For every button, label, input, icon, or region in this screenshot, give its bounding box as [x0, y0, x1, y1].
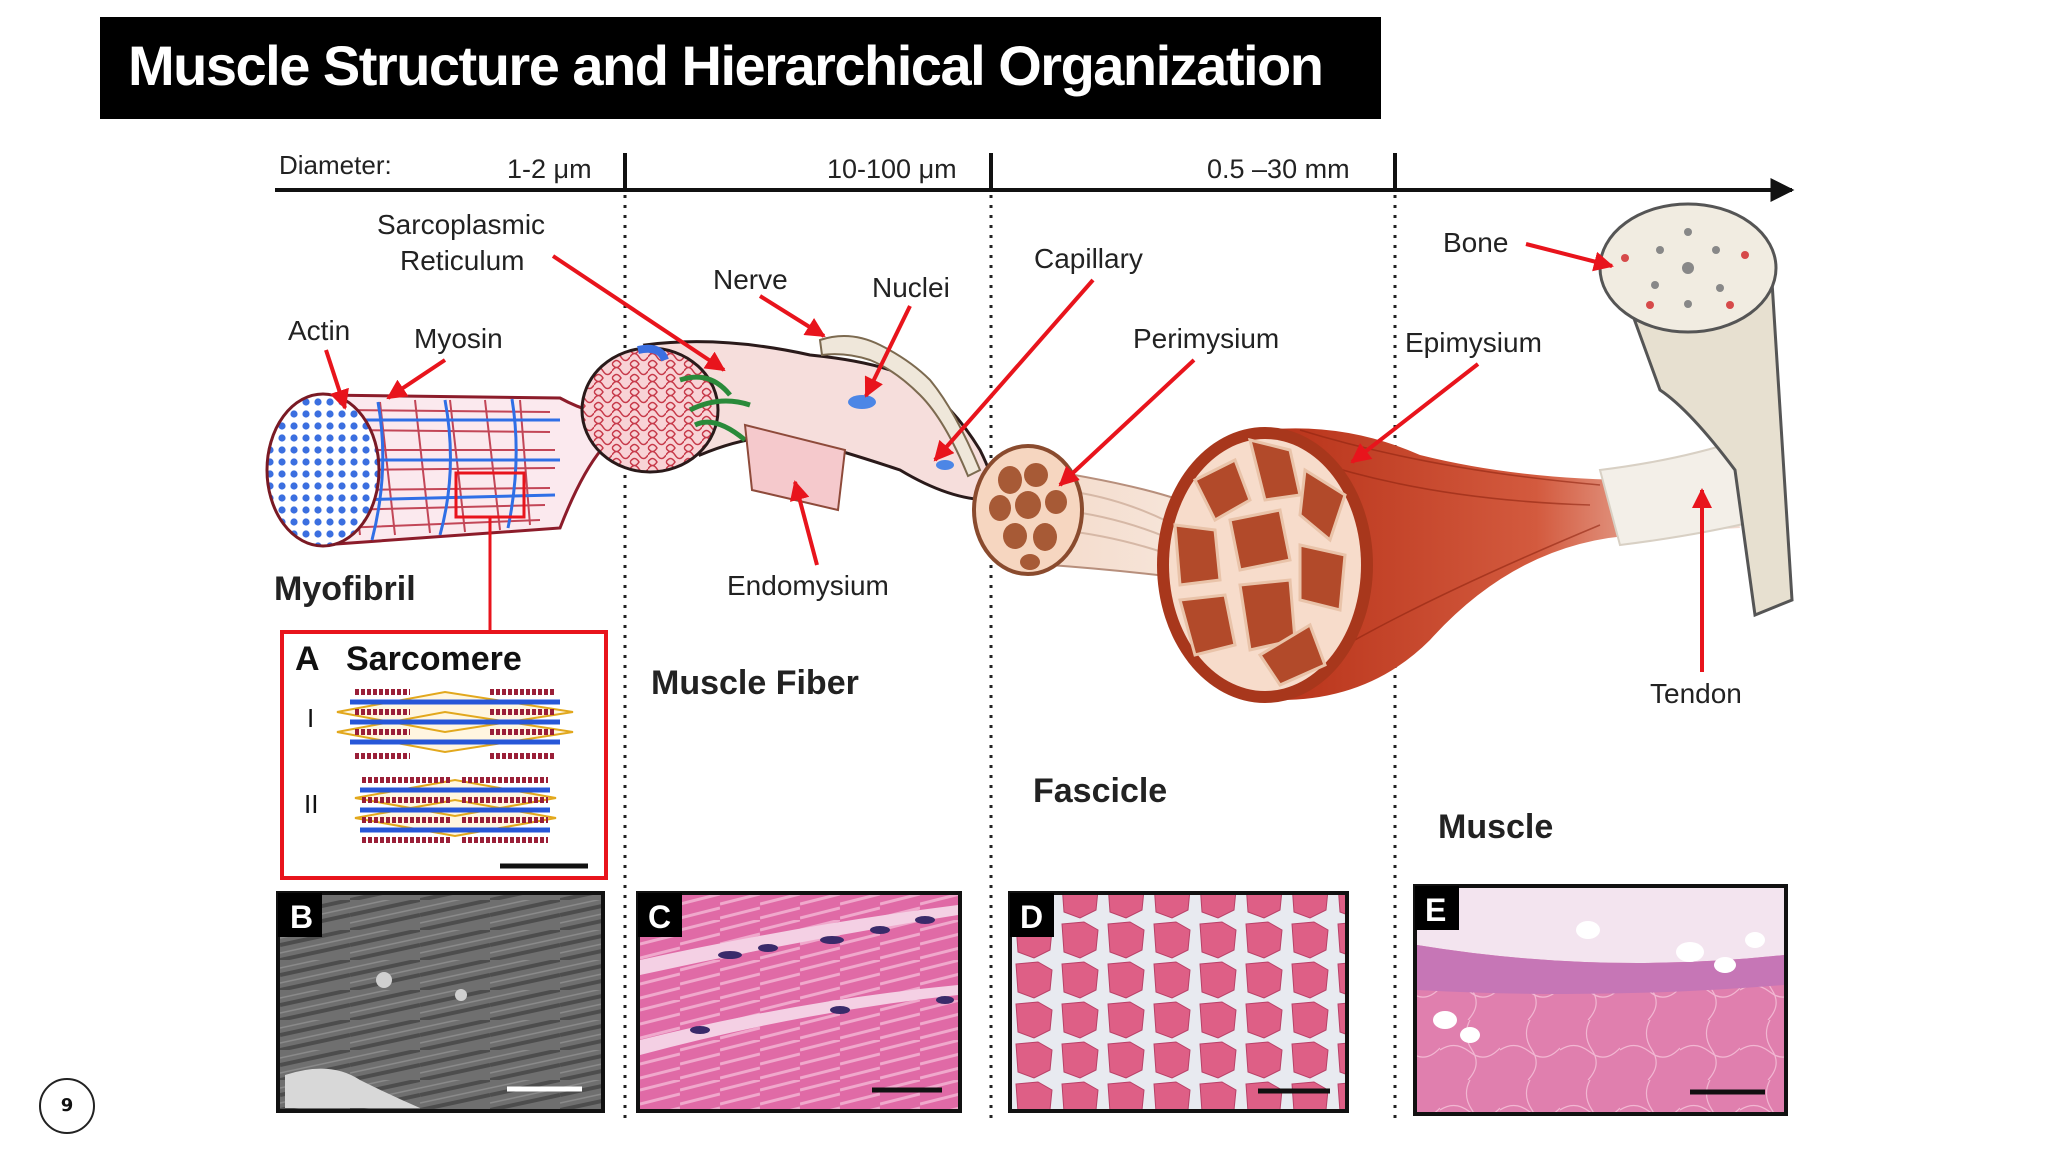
arrow-actin [324, 349, 349, 410]
label-epimysium: Epimysium [1405, 327, 1542, 358]
sarcomere-title: Sarcomere [346, 640, 522, 678]
arrow-nerve [758, 294, 826, 338]
callout-arrows [324, 242, 1712, 672]
label-perimysium: Perimysium [1133, 323, 1279, 354]
page-number: 9 [39, 1078, 95, 1134]
arrow-bone [1525, 242, 1614, 272]
arrow-myosin [386, 358, 447, 400]
diameter-myofibril: 1-2 μm [507, 154, 592, 184]
panel-e: E [1413, 884, 1788, 1116]
sarcomere-row-i: I [307, 703, 314, 733]
level-fascicle: Fascicle [1033, 772, 1167, 810]
label-tendon: Tendon [1650, 678, 1742, 709]
diameter-label: Diameter: [279, 150, 392, 180]
arrow-endomysium [789, 480, 819, 566]
label-nuclei: Nuclei [872, 272, 950, 303]
label-reticulum: Reticulum [400, 245, 524, 276]
panel-b-letter: B [290, 899, 313, 935]
arrow-nuclei [864, 305, 912, 398]
label-myosin: Myosin [414, 323, 503, 354]
diameter-fascicle: 0.5 –30 mm [1207, 154, 1350, 184]
panel-d-letter: D [1020, 899, 1043, 935]
panel-c-letter: C [648, 899, 671, 935]
level-myofibril: Myofibril [274, 570, 416, 608]
title-bar: Muscle Structure and Hierarchical Organi… [100, 17, 1381, 119]
label-bone: Bone [1443, 227, 1508, 258]
label-nerve: Nerve [713, 264, 788, 295]
diameter-fiber: 10-100 μm [827, 154, 957, 184]
arrow-sarcoplasmic [551, 254, 726, 372]
arrow-epimysium [1350, 362, 1480, 464]
sarcomere-inset: A Sarcomere I II [280, 630, 608, 880]
panel-e-letter: E [1425, 892, 1446, 928]
muscle-fiber-illustration [580, 335, 995, 512]
label-sarcoplasmic: Sarcoplasmic [377, 209, 545, 240]
sarcomere-letter: A [295, 640, 320, 678]
label-capillary: Capillary [1034, 243, 1143, 274]
level-muscle-fiber: Muscle Fiber [651, 664, 859, 702]
tendon-bone-illustration [1598, 202, 1794, 618]
slide-title: Muscle Structure and Hierarchical Organi… [128, 34, 1324, 97]
sarcomere-state-ii [354, 777, 557, 843]
panel-d: D [1008, 891, 1349, 1113]
muscle-illustration [1157, 427, 1740, 703]
column-dividers [623, 195, 1397, 1122]
sarcomere-row-ii: II [304, 789, 318, 819]
myofibril-illustration [265, 392, 642, 632]
arrow-perimysium [1058, 358, 1196, 487]
panel-c: C [636, 891, 962, 1113]
panel-b: B [276, 891, 605, 1113]
sarcomere-state-i [336, 689, 574, 759]
label-actin: Actin [288, 315, 350, 346]
label-endomysium: Endomysium [727, 570, 889, 601]
level-muscle: Muscle [1438, 808, 1553, 846]
arrow-capillary [933, 278, 1095, 462]
